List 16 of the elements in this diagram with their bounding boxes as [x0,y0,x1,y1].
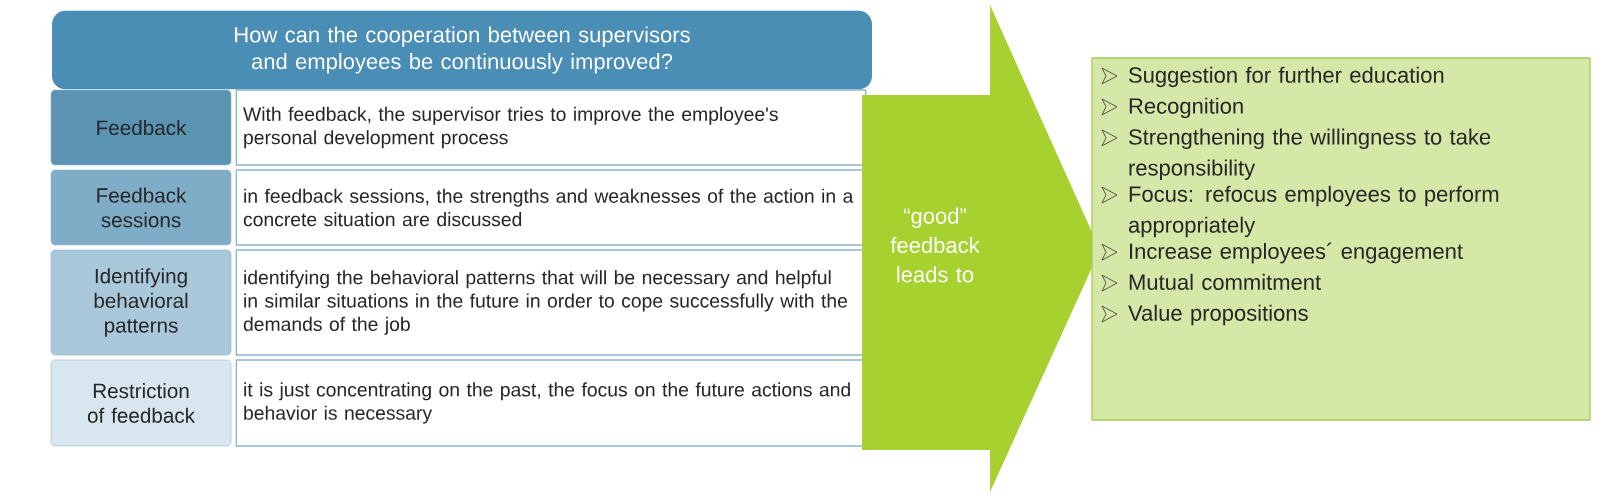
list-item: Recognition [1129,97,1243,119]
list-item: Focus: refocus employees to perform appropriately [1128,185,1499,238]
list-item: Suggestion for further education [1129,66,1444,88]
description-box: With feedback, the supervisor tries to improve the employee's personal development process [235,89,867,166]
topic-box: Identifying behavioral patterns [50,249,232,356]
description-box: identifying the behavioral patterns that will be necessary and helpful in similar situations in the future in order to cope successfully with the demands of the job [235,249,867,356]
topic-box: Feedback [50,89,232,166]
topic-box: Restriction of feedback [50,359,232,447]
topic-box: Feedback sessions [50,169,232,246]
description-box: it is just concentrating on the past, the focus on the future actions and behavior is necessary [235,359,867,447]
list-item: Strengthening the willingness to take responsibility [1129,128,1491,180]
list-item: Mutual commitment [1129,273,1321,290]
title-banner: How can the cooperation between supervisors and employees be continuously improved? [52,10,872,90]
list-item: Increase employees´ engagement [1130,242,1463,264]
description-box: in feedback sessions, the strengths and weaknesses of the action in a concrete situation are discussed [235,169,867,246]
list-item: Value propositions [1128,304,1308,326]
